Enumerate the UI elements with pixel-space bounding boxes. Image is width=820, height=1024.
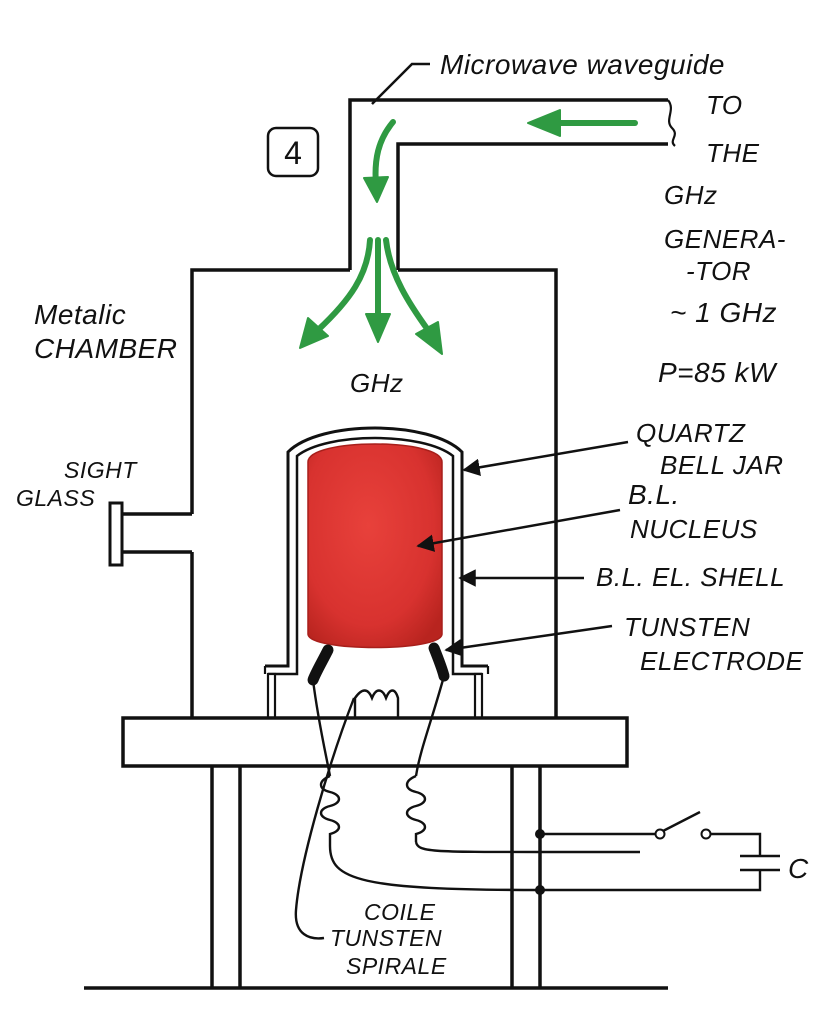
label-capacitor: C (788, 853, 809, 884)
label-quartz-line1: QUARTZ (636, 418, 746, 448)
label-coil-line3: SPIRALE (346, 953, 447, 979)
sight-glass (108, 501, 192, 567)
label-electrode-line2: ELECTRODE (640, 646, 804, 676)
platform (84, 716, 668, 990)
circuit-wires (294, 675, 780, 940)
label-chamber-line2: CHAMBER (34, 333, 178, 364)
figure-number-box: 4 (266, 126, 320, 178)
microwave-flow-arrows (299, 109, 638, 355)
label-chamber-line1: Metalic (34, 299, 126, 330)
label-generator-the: THE (706, 138, 760, 168)
label-generator-genera: GENERA- (664, 224, 786, 254)
small-heater-coil (353, 689, 400, 718)
label-shell: B.L. EL. SHELL (596, 562, 785, 592)
label-sight-line1: SIGHT (64, 457, 138, 483)
label-waveguide: Microwave waveguide (440, 49, 725, 80)
label-nucleus-line1: B.L. (628, 479, 680, 510)
label-coil-line2: TUNSTEN (330, 925, 442, 951)
arrow-down-waveguide (372, 119, 396, 188)
label-nucleus-line2: NUCLEUS (630, 514, 758, 544)
label-sight-line2: GLASS (16, 485, 95, 511)
label-generator-to: TO (706, 90, 743, 120)
label-generator-ghz: GHz (664, 180, 718, 210)
figure-number: 4 (284, 135, 302, 171)
bl-nucleus (307, 443, 443, 649)
label-quartz-line2: BELL JAR (660, 450, 783, 480)
label-electrode-line1: TUNSTEN (624, 612, 750, 642)
tungsten-electrodes (307, 642, 450, 686)
label-generator-power: P=85 kW (658, 357, 778, 388)
arrow-spread-right (383, 237, 431, 333)
label-pointer-arrows (371, 62, 629, 657)
label-ghz-center: GHz (350, 368, 404, 398)
arrow-spread-left (315, 237, 373, 333)
microwave-waveguide (348, 98, 676, 270)
quartz-bell-jar (263, 426, 490, 720)
metallic-chamber (190, 268, 558, 718)
label-coil-line1: COILE (364, 899, 436, 925)
label-generator-tor: -TOR (686, 256, 751, 286)
label-generator-frequency: ~ 1 GHz (670, 297, 777, 328)
